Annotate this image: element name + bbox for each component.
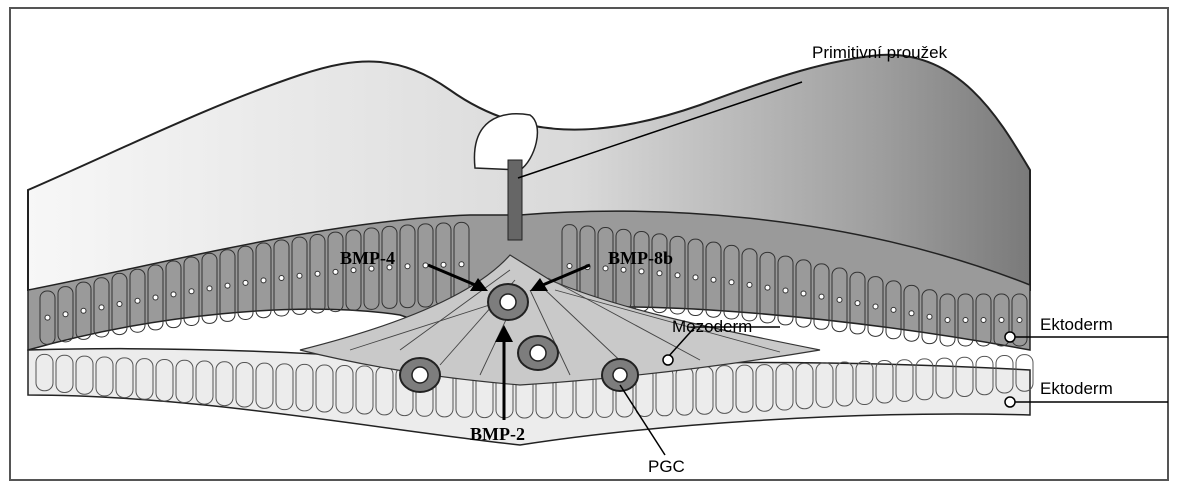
cell-nucleus	[999, 318, 1004, 323]
cell-nucleus	[567, 264, 572, 269]
cell-nucleus	[99, 305, 104, 310]
cell-nucleus	[981, 318, 986, 323]
label-bmp8b: BMP-8b	[608, 248, 673, 268]
label-ectoderm-lower: Ektoderm	[1040, 379, 1113, 398]
cell-nucleus	[1017, 318, 1022, 323]
cell-nucleus	[945, 318, 950, 323]
cell-nucleus	[405, 264, 410, 269]
label-bmp4: BMP-4	[340, 248, 395, 268]
cell-nucleus	[171, 292, 176, 297]
cell-nucleus	[783, 288, 788, 293]
cell-nucleus	[873, 304, 878, 309]
cell-nucleus	[855, 301, 860, 306]
cell-nucleus	[675, 273, 680, 278]
cell-nucleus	[225, 283, 230, 288]
cell-nucleus	[423, 263, 428, 268]
cell-nucleus	[153, 295, 158, 300]
cell-nucleus	[693, 275, 698, 280]
cell-nucleus	[117, 302, 122, 307]
cell-nucleus	[279, 275, 284, 280]
cell-nucleus	[189, 289, 194, 294]
cell-nucleus	[729, 280, 734, 285]
cell-nucleus	[459, 262, 464, 267]
label-pgc: PGC	[648, 457, 685, 476]
cell-nucleus	[927, 314, 932, 319]
cell-nucleus	[45, 315, 50, 320]
cell-nucleus	[81, 308, 86, 313]
cell-nucleus	[261, 278, 266, 283]
cell-nucleus	[441, 262, 446, 267]
cell-nucleus	[765, 285, 770, 290]
ectoderm-marker	[1005, 397, 1015, 407]
cell-nucleus	[207, 286, 212, 291]
cell-nucleus	[819, 294, 824, 299]
label-bmp2: BMP-2	[470, 424, 525, 444]
cell-nucleus	[63, 312, 68, 317]
cell-nucleus	[243, 280, 248, 285]
pgc-cell	[488, 284, 528, 320]
cell-nucleus	[837, 297, 842, 302]
mesoderm-marker	[663, 355, 673, 365]
cell-nucleus	[315, 271, 320, 276]
cell-nucleus	[747, 282, 752, 287]
cell-nucleus	[801, 291, 806, 296]
cell-nucleus	[711, 277, 716, 282]
cell-nucleus	[963, 318, 968, 323]
cell-nucleus	[657, 271, 662, 276]
ectoderm-marker	[1005, 332, 1015, 342]
pgc-cell	[518, 336, 558, 370]
pgc-cell	[400, 358, 440, 392]
label-mesoderm: Mezoderm	[672, 317, 752, 336]
cell-nucleus	[891, 307, 896, 312]
cell-nucleus	[135, 298, 140, 303]
cell-nucleus	[333, 269, 338, 274]
cell-nucleus	[351, 268, 356, 273]
cell-nucleus	[909, 311, 914, 316]
label-ectoderm-upper: Ektoderm	[1040, 315, 1113, 334]
label-primitive-streak: Primitivní proužek	[812, 43, 948, 62]
cell-nucleus	[639, 269, 644, 274]
cell-nucleus	[297, 273, 302, 278]
